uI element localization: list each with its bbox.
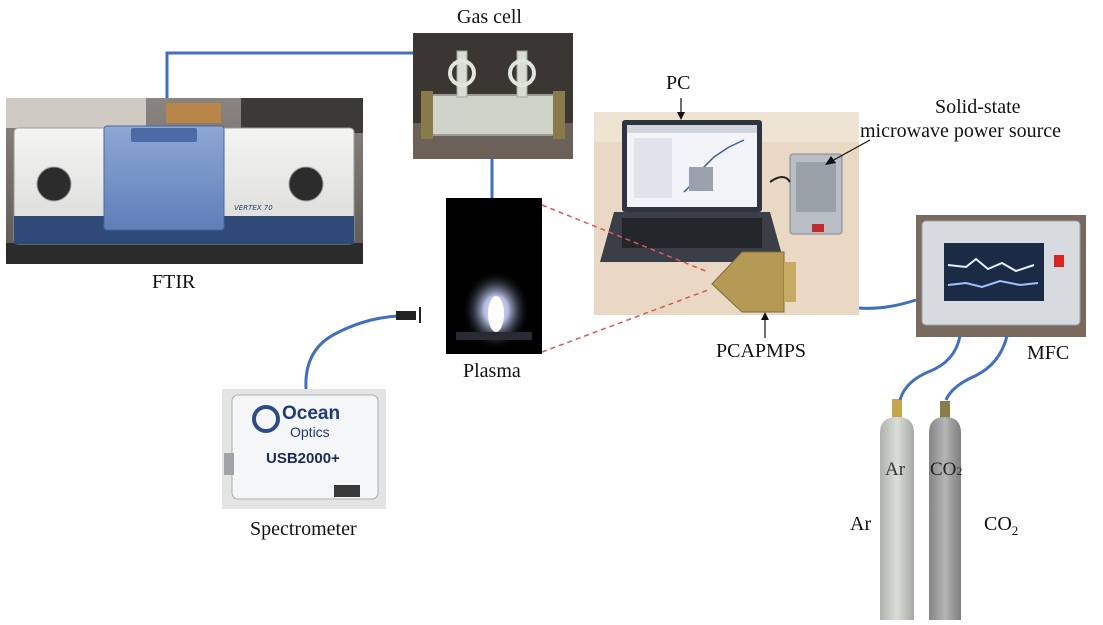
power-source-label-line1: Solid-state xyxy=(935,96,1021,119)
co2-label-main: CO xyxy=(984,513,1012,535)
pc-label: PC xyxy=(666,72,690,95)
power-source-arrow xyxy=(830,140,870,162)
pc-arrow-head xyxy=(677,112,685,120)
ar-label: Ar xyxy=(850,513,871,536)
pcapmps-label: PCAPMPS xyxy=(716,340,806,363)
pcapmps-to-mfc-tube xyxy=(859,300,916,308)
ftir-label: FTIR xyxy=(152,271,195,294)
fiber-probe-icon xyxy=(396,311,416,320)
mfc-label: MFC xyxy=(1027,342,1069,365)
mfc-to-co2-tube xyxy=(946,336,1007,400)
laser-line-top xyxy=(542,205,708,272)
gas-cell-label: Gas cell xyxy=(457,6,522,29)
co2-label: CO2 xyxy=(984,513,1018,539)
plasma-label: Plasma xyxy=(463,360,521,383)
pcapmps-arrow-head xyxy=(761,312,769,320)
co2-label-sub: 2 xyxy=(1012,523,1019,538)
power-source-label-line2: microwave power source xyxy=(860,120,1061,143)
power-source-arrow-head xyxy=(825,156,836,165)
spectrometer-label: Spectrometer xyxy=(250,518,357,541)
ftir-to-gas-cell-tube xyxy=(167,53,413,98)
laser-line-bottom xyxy=(542,290,708,352)
spectrometer-fiber xyxy=(306,316,398,389)
